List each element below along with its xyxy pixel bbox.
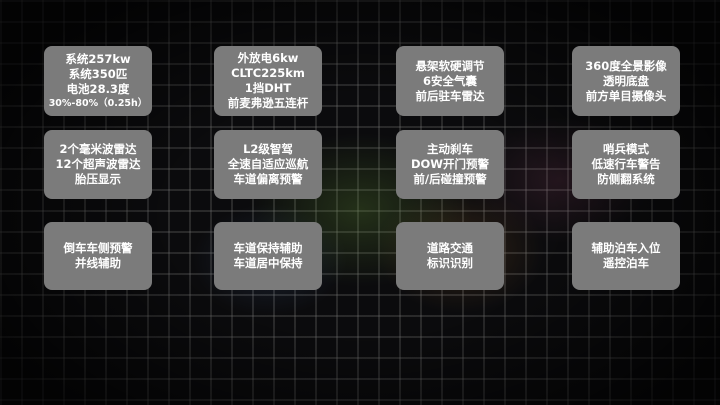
card-line: 1挡DHT (244, 81, 292, 95)
card-line: 前麦弗逊五连杆 (227, 96, 309, 110)
feature-card-radar: 2个毫米波雷达 12个超声波雷达 胎压显示 (44, 130, 152, 199)
feature-card-camera: 360度全景影像 透明底盘 前方单目摄像头 (572, 46, 680, 116)
card-line: 车道居中保持 (233, 256, 303, 270)
card-line: 遥控泊车 (603, 256, 649, 270)
card-line: 30%-80%（0.25h） (48, 97, 148, 109)
card-line: 前后驻车雷达 (415, 88, 485, 103)
card-line: 低速行车警告 (591, 157, 661, 171)
card-line: 透明底盘 (603, 73, 649, 88)
card-line: 外放电6kw (237, 51, 299, 65)
card-line: 道路交通 (427, 241, 473, 255)
card-line: 防侧翻系统 (597, 172, 655, 186)
card-line: 360度全景影像 (585, 58, 667, 73)
feature-card-suspension: 悬架软硬调节 6安全气囊 前后驻车雷达 (396, 46, 504, 116)
feature-card-sentry: 哨兵模式 低速行车警告 防侧翻系统 (572, 130, 680, 199)
feature-card-powertrain: 系统257kw 系统350匹 电池28.3度 30%-80%（0.25h） (44, 46, 152, 116)
card-line: 电池28.3度 (66, 81, 130, 96)
card-line: 并线辅助 (75, 256, 121, 270)
card-line: 6安全气囊 (422, 73, 477, 88)
card-line: DOW开门预警 (410, 157, 489, 171)
card-line: 系统257kw (65, 51, 131, 66)
card-line: 2个毫米波雷达 (59, 142, 137, 156)
card-line: 胎压显示 (75, 172, 121, 186)
card-line: 前/后碰撞预警 (413, 172, 487, 186)
card-line: L2级智驾 (243, 142, 293, 156)
feature-card-lane-keep: 车道保持辅助 车道居中保持 (214, 222, 322, 290)
card-line: 系统350匹 (68, 66, 128, 81)
card-line: 前方单目摄像头 (585, 88, 667, 103)
feature-card-parking: 辅助泊车入位 遥控泊车 (572, 222, 680, 290)
card-line: 全速自适应巡航 (227, 157, 309, 171)
feature-card-traffic-sign: 道路交通 标识识别 (396, 222, 504, 290)
card-line: 辅助泊车入位 (591, 241, 661, 255)
feature-card-l2-assist: L2级智驾 全速自适应巡航 车道偏离预警 (214, 130, 322, 199)
card-line: 12个超声波雷达 (55, 157, 141, 171)
feature-card-range: 外放电6kw CLTC225km 1挡DHT 前麦弗逊五连杆 (214, 46, 322, 116)
card-line: 悬架软硬调节 (415, 58, 485, 73)
card-line: 车道偏离预警 (233, 172, 303, 186)
feature-card-braking: 主动刹车 DOW开门预警 前/后碰撞预警 (396, 130, 504, 199)
card-line: CLTC225km (231, 66, 305, 80)
card-line: 标识识别 (427, 256, 473, 270)
card-line: 倒车车侧预警 (63, 241, 133, 255)
card-line: 哨兵模式 (603, 142, 649, 156)
card-line: 主动刹车 (427, 142, 473, 156)
card-line: 车道保持辅助 (233, 241, 303, 255)
feature-card-reverse-warning: 倒车车侧预警 并线辅助 (44, 222, 152, 290)
